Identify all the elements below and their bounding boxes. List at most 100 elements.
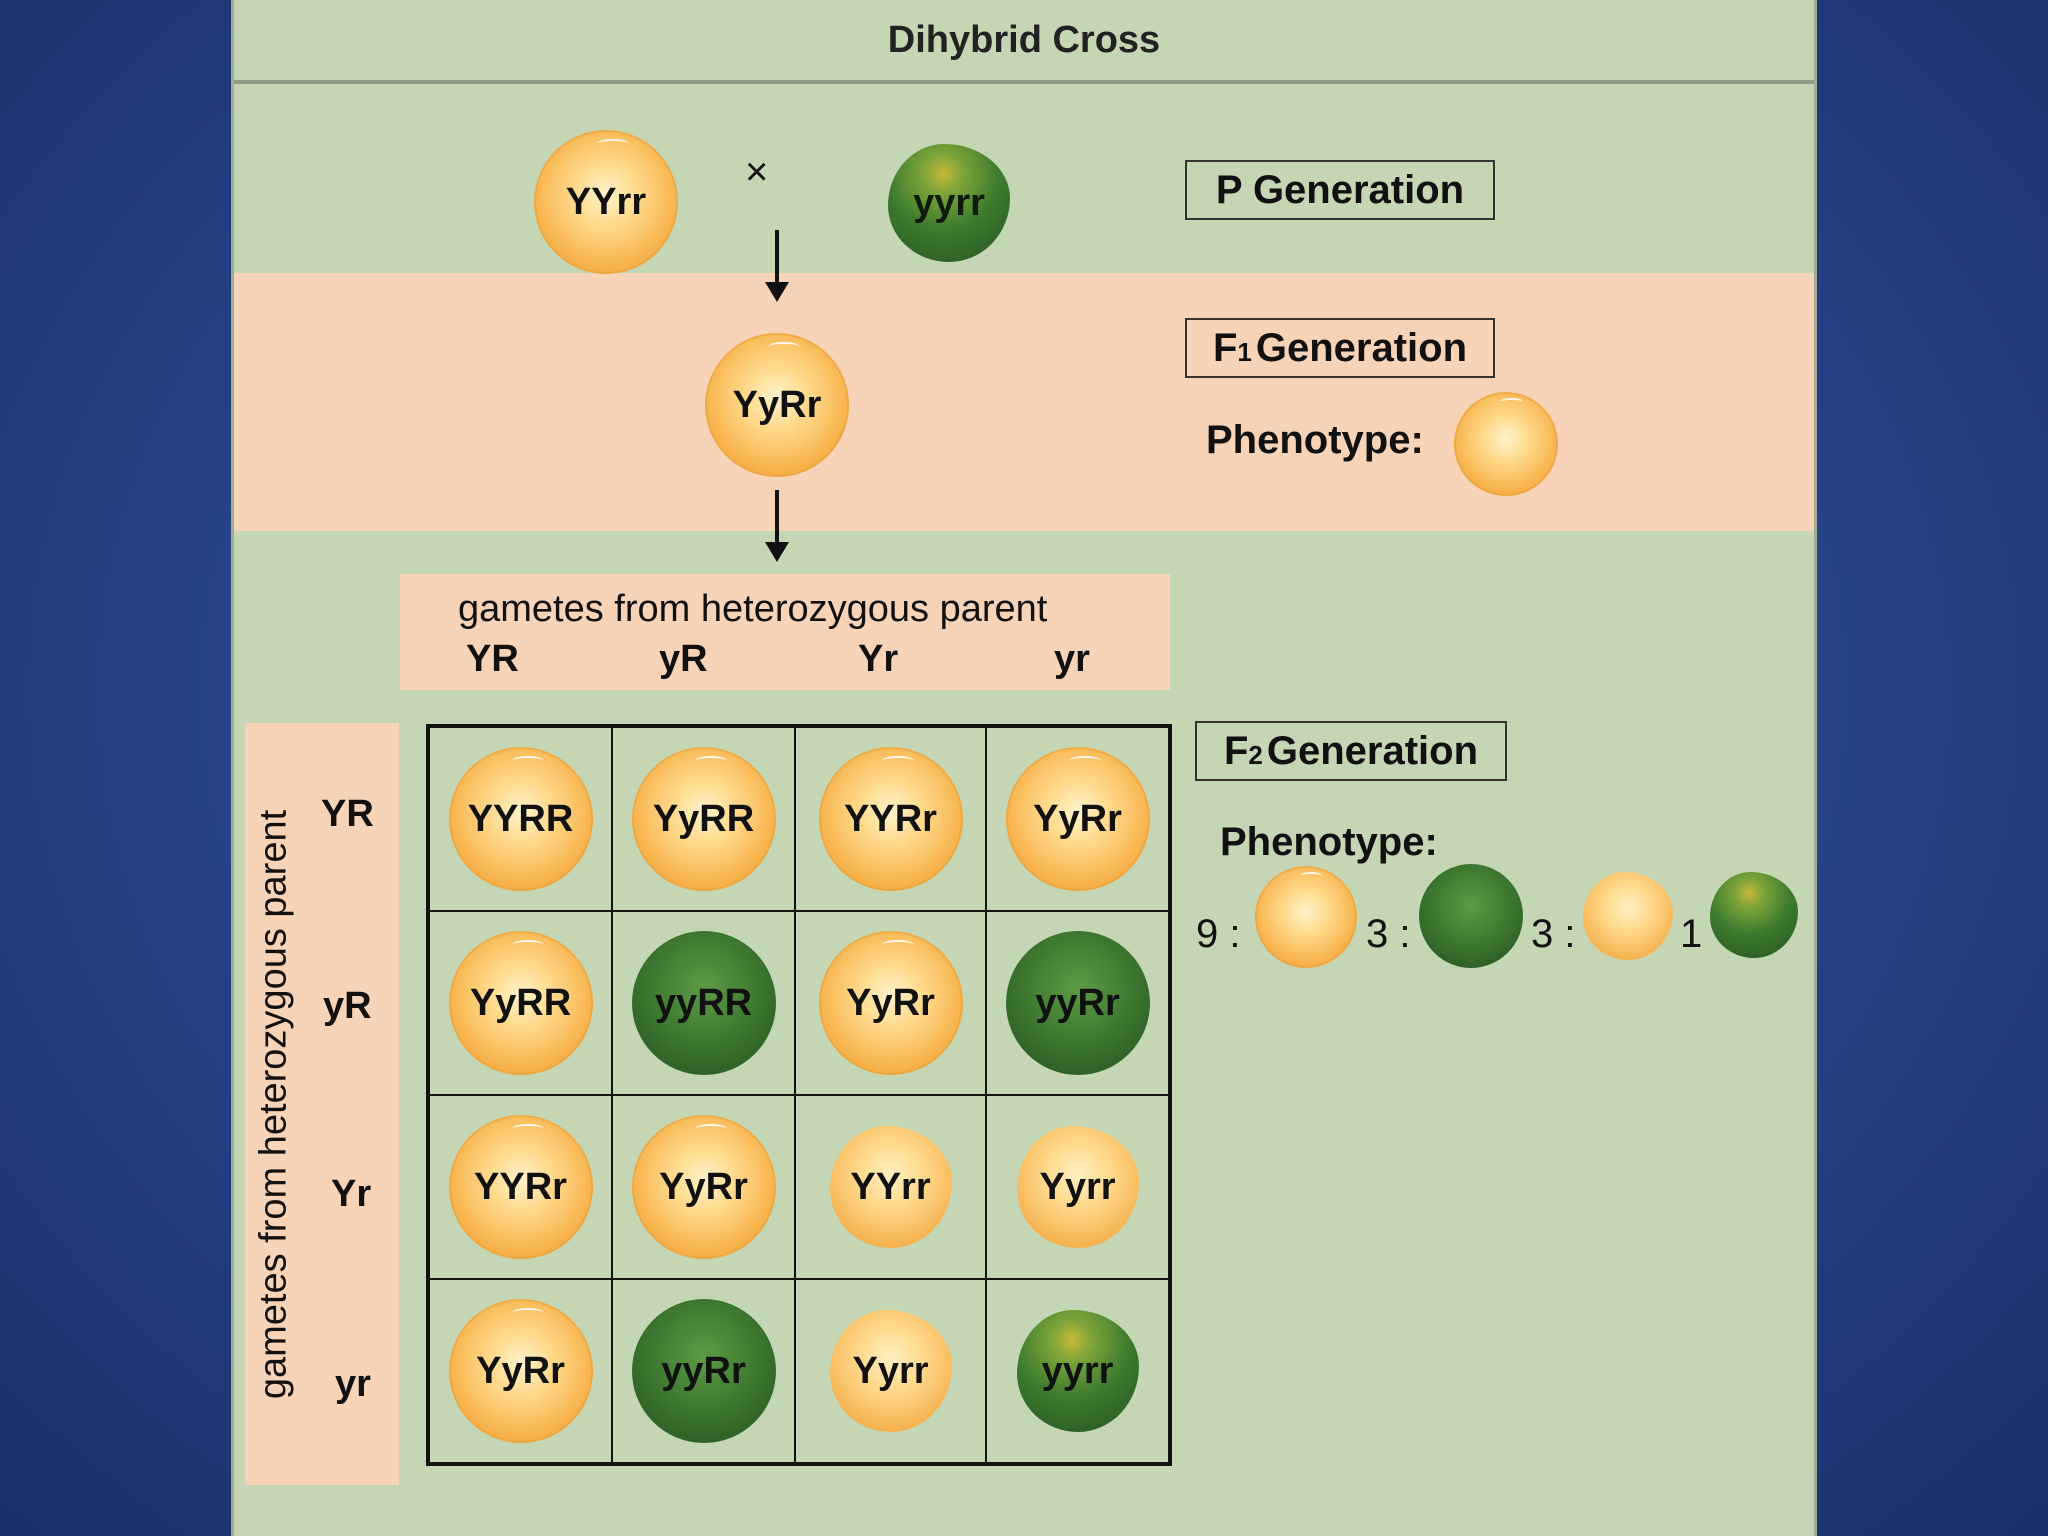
punnett-genotype: YyRr (659, 1165, 748, 1208)
punnett-genotype: YyRR (469, 981, 572, 1024)
punnett-genotype: Yyrr (852, 1349, 929, 1392)
f2-phenotype-label: Phenotype: (1220, 820, 1438, 864)
punnett-cell: YYrr (795, 1095, 986, 1279)
pea-f1: YyRr (705, 333, 849, 477)
f1-label-prefix: F (1212, 325, 1238, 370)
punnett-cell: YyRr (429, 1279, 612, 1463)
f1-label-sub: 1 (1237, 336, 1252, 367)
pea-yellow-round: YyRR (448, 931, 593, 1075)
punnett-cell: YyRr (795, 911, 986, 1095)
pea-green-round: yyRr (1005, 931, 1150, 1075)
punnett-genotype: yyrr (1041, 1349, 1114, 1392)
pea-yellow-wrinkled: Yyrr (1016, 1126, 1139, 1248)
f2-ratio-1-num: 9 : (1196, 912, 1241, 956)
punnett-genotype: yyRR (654, 981, 753, 1024)
punnett-cell: YYRr (429, 1095, 612, 1279)
pea-yellow-round: YyRr (1005, 747, 1150, 891)
highlight-icon (881, 755, 914, 767)
f2-label-prefix: F (1223, 728, 1249, 773)
pea-green-round: yyRR (631, 931, 776, 1075)
pea-yellow-round: YYRR (448, 747, 593, 891)
punnett-genotype: YYrr (850, 1165, 931, 1208)
top-allele-2: yR (659, 638, 708, 680)
punnett-genotype: YyRR (652, 797, 755, 840)
highlight-icon (511, 1307, 544, 1319)
highlight-icon (511, 755, 544, 767)
highlight-icon (511, 1123, 544, 1135)
pea-green-round: yyRr (631, 1299, 776, 1443)
pea-f2-ratio-2 (1419, 864, 1523, 968)
diagram-panel: Dihybrid Cross (231, 0, 1817, 1536)
left-allele-3: Yr (331, 1173, 372, 1215)
p-parent1-genotype: YYrr (565, 180, 647, 223)
pea-p-parent2: yyrr (888, 144, 1010, 262)
left-allele-2: yR (323, 985, 372, 1027)
punnett-genotype: YYRR (467, 797, 574, 840)
punnett-cell: YYRr (795, 727, 986, 911)
left-gametes-title: gametes from heterozygous parent (252, 809, 295, 1400)
pea-f2-ratio-3 (1583, 872, 1673, 960)
punnett-genotype: YyRr (476, 1349, 565, 1392)
punnett-cell: YyRR (612, 727, 795, 911)
arrow-down-icon (775, 230, 779, 285)
punnett-cell: YyRr (986, 727, 1169, 911)
pea-yellow-wrinkled: Yyrr (829, 1310, 952, 1432)
punnett-cell: Yyrr (795, 1279, 986, 1463)
punnett-cell: YyRr (612, 1095, 795, 1279)
highlight-icon (511, 939, 544, 951)
pea-f2-ratio-4 (1710, 872, 1798, 958)
pea-green-wrinkled: yyrr (1016, 1310, 1139, 1432)
diagram-title: Dihybrid Cross (234, 0, 1814, 84)
top-allele-3: Yr (858, 638, 899, 680)
p-parent2-genotype: yyrr (913, 181, 985, 224)
pea-yellow-round: YYRr (818, 747, 963, 891)
top-allele-1: YR (466, 638, 519, 680)
pea-yellow-round: YyRr (631, 1115, 776, 1259)
f1-genotype: YyRr (732, 383, 822, 426)
pea-yellow-round: YyRR (631, 747, 776, 891)
punnett-cell: yyrr (986, 1279, 1169, 1463)
pea-f1-phenotype (1454, 392, 1558, 496)
highlight-icon (1068, 755, 1101, 767)
punnett-genotype: YYRr (844, 797, 937, 840)
f2-ratio-3-num: 3 : (1531, 912, 1576, 956)
highlight-icon (694, 755, 727, 767)
punnett-genotype: YyRr (846, 981, 935, 1024)
punnett-genotype: yyRr (661, 1349, 746, 1392)
highlight-icon (881, 939, 914, 951)
f2-ratio-2-num: 3 : (1366, 912, 1411, 956)
left-allele-1: YR (321, 793, 374, 835)
punnett-cell: YYRR (429, 727, 612, 911)
punnett-genotype: YyRr (1033, 797, 1122, 840)
punnett-cell: yyRR (612, 911, 795, 1095)
top-gametes-box: gametes from heterozygous parent YR yR Y… (400, 574, 1170, 690)
punnett-cell: Yyrr (986, 1095, 1169, 1279)
pea-yellow-round: YyRr (818, 931, 963, 1075)
arrow-head-icon (765, 542, 789, 562)
highlight-icon (1299, 872, 1323, 880)
punnett-genotype: Yyrr (1039, 1165, 1116, 1208)
highlight-icon (768, 341, 801, 353)
cross-symbol: × (745, 150, 769, 194)
punnett-cell: yyRr (986, 911, 1169, 1095)
pea-f2-ratio-1 (1255, 866, 1357, 968)
pea-yellow-wrinkled: YYrr (829, 1126, 952, 1248)
pea-yellow-round: YyRr (448, 1299, 593, 1443)
arrow-down-icon (775, 490, 779, 545)
f1-phenotype-label: Phenotype: (1206, 418, 1424, 462)
pea-yellow-round: YYRr (448, 1115, 593, 1259)
punnett-cell: yyRr (612, 1279, 795, 1463)
f2-label-suffix: Generation (1266, 728, 1479, 773)
f2-label-sub: 2 (1248, 739, 1263, 770)
p-generation-label: P Generation (1185, 160, 1495, 220)
punnett-genotype: YYRr (474, 1165, 567, 1208)
arrow-head-icon (765, 282, 789, 302)
top-allele-4: yr (1054, 638, 1090, 680)
left-allele-4: yr (335, 1363, 371, 1405)
highlight-icon (1499, 398, 1523, 406)
punnett-genotype: yyRr (1035, 981, 1120, 1024)
punnett-cell: YyRR (429, 911, 612, 1095)
